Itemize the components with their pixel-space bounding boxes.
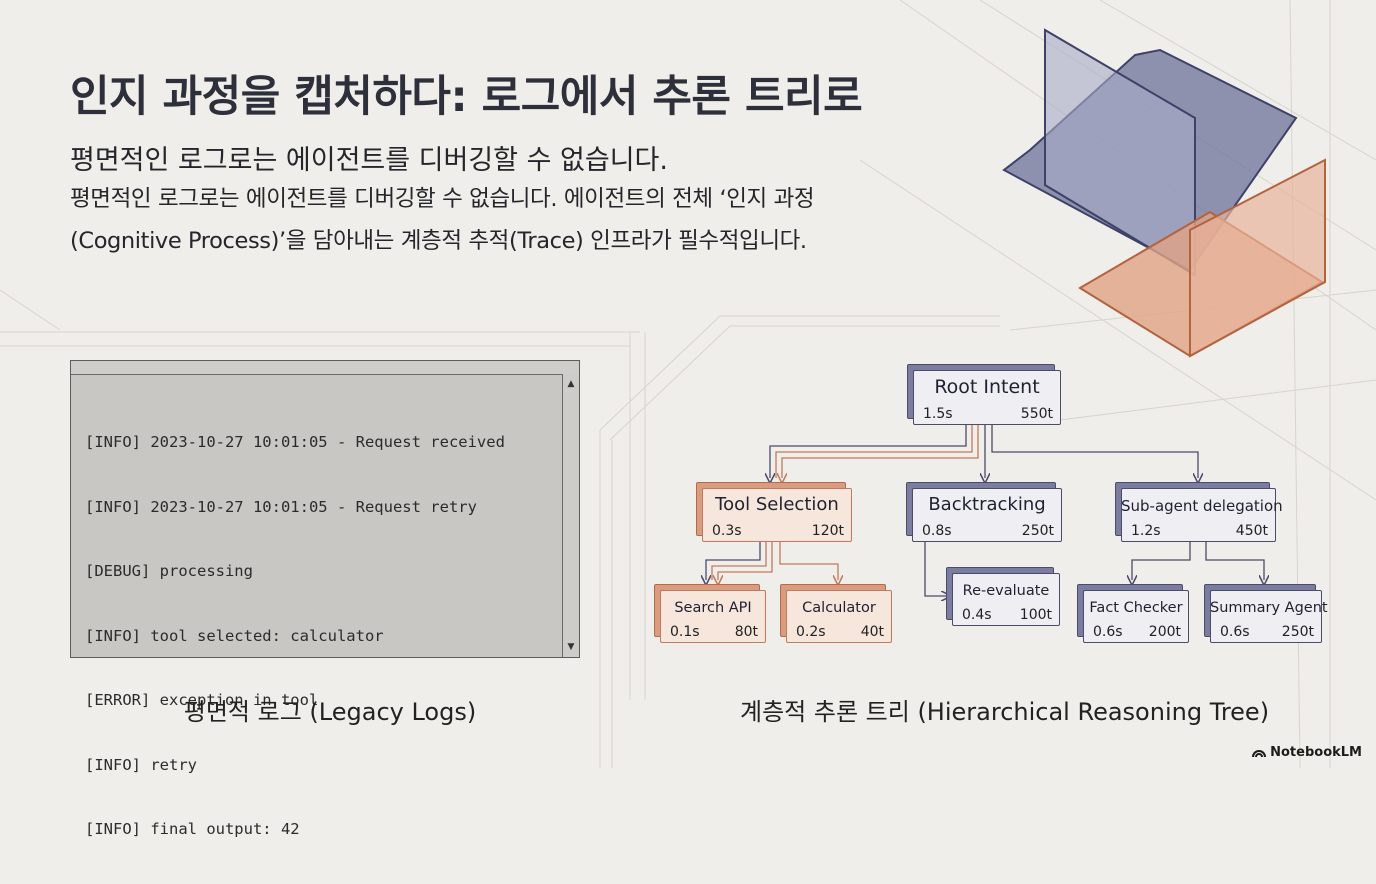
node-time: 0.3s [712, 523, 742, 539]
node-time: 0.8s [922, 523, 952, 539]
node-re-evaluate: Re-evaluate 0.4s 100t [946, 567, 1060, 626]
node-time: 0.6s [1220, 624, 1250, 640]
node-label: Calculator [802, 600, 876, 616]
node-root-intent: Root Intent 1.5s 550t [907, 364, 1061, 425]
node-label: Root Intent [934, 376, 1040, 398]
log-line: [INFO] retry [85, 755, 197, 774]
node-backtracking: Backtracking 0.8s 250t [906, 482, 1062, 542]
node-label: Summary Agent [1210, 600, 1328, 616]
node-tokens: 100t [1019, 607, 1052, 623]
node-tokens: 120t [811, 523, 844, 539]
node-tool-selection: Tool Selection 0.3s 120t [696, 482, 852, 542]
log-window-titlebar [71, 361, 579, 375]
node-time: 1.5s [923, 406, 953, 422]
page-subtitle: 평면적인 로그로는 에이전트를 디버깅할 수 없습니다. [70, 145, 668, 176]
log-line: [ERROR] exception in tool [85, 691, 319, 709]
log-lines: [INFO] 2023-10-27 10:01:05 - Request rec… [85, 389, 505, 884]
legacy-logs-caption: 평면적 로그 (Legacy Logs) [183, 698, 477, 726]
node-time: 0.6s [1093, 624, 1123, 640]
node-label: Sub-agent delegation [1121, 497, 1283, 515]
node-subagent-delegation: Sub-agent delegation 1.2s 450t [1115, 482, 1283, 542]
reasoning-tree-caption: 계층적 추론 트리 (Hierarchical Reasoning Tree) [740, 698, 1270, 726]
node-label: Backtracking [928, 494, 1046, 515]
brand-label: NotebookLM [1270, 745, 1362, 760]
node-tokens: 80t [734, 624, 758, 640]
node-label: Search API [674, 600, 752, 616]
node-tokens: 200t [1148, 624, 1181, 640]
scroll-down-icon[interactable]: ▼ [567, 642, 575, 652]
background-linework [0, 0, 1376, 768]
log-line: [INFO] 2023-10-27 10:01:05 - Request ret… [85, 497, 477, 516]
node-tokens: 550t [1020, 406, 1053, 422]
node-time: 0.1s [670, 624, 700, 640]
node-label: Re-evaluate [962, 583, 1050, 599]
node-time: 0.2s [796, 624, 826, 640]
node-time: 0.4s [962, 607, 992, 623]
log-line: [INFO] tool selected: calculator [85, 626, 384, 645]
legacy-log-window: [INFO] 2023-10-27 10:01:05 - Request rec… [70, 360, 580, 838]
page-description: 평면적인 로그로는 에이전트를 디버깅할 수 없습니다. 에이전트의 전체 ‘인… [70, 186, 815, 254]
node-summary-agent: Summary Agent 0.6s 250t [1204, 584, 1328, 643]
node-label: Tool Selection [715, 494, 839, 515]
page-title: 인지 과정을 캡처하다: 로그에서 추론 트리로 [70, 72, 863, 122]
node-time: 1.2s [1131, 523, 1161, 539]
log-line: [INFO] final output: 42 [85, 820, 300, 838]
node-calculator: Calculator 0.2s 40t [780, 584, 892, 643]
node-label: Fact Checker [1089, 600, 1183, 616]
node-tokens: 40t [860, 624, 884, 640]
plane-illustration [1002, 28, 1326, 358]
node-tokens: 250t [1281, 624, 1314, 640]
node-tokens: 450t [1235, 523, 1268, 539]
node-fact-checker: Fact Checker 0.6s 200t [1077, 584, 1189, 643]
notebooklm-brand: NotebookLM [1252, 745, 1362, 760]
log-line: [INFO] 2023-10-27 10:01:05 - Request rec… [85, 433, 505, 451]
scroll-up-icon[interactable]: ▲ [567, 379, 575, 389]
node-tokens: 250t [1021, 523, 1054, 539]
node-search-api: Search API 0.1s 80t [654, 584, 766, 643]
log-scrollbar[interactable]: ▲ ▼ [562, 374, 579, 657]
notebooklm-logo-icon [1252, 749, 1267, 757]
log-line: [DEBUG] processing [85, 562, 253, 580]
